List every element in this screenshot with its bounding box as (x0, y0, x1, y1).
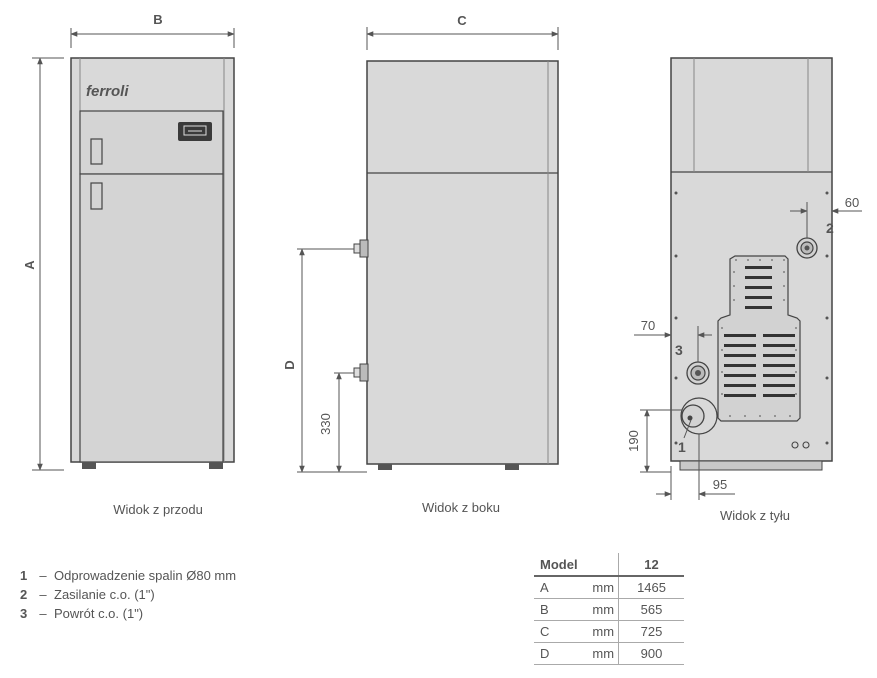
rear-view-caption: Widok z tyłu (720, 508, 790, 523)
dimension-330-label: 330 (318, 413, 333, 435)
side-view-caption: Widok z boku (422, 500, 500, 515)
dimension-70-label: 70 (641, 318, 655, 333)
front-view-caption: Widok z przodu (113, 502, 203, 517)
rear-screws (674, 191, 829, 445)
side-supply-connection (359, 239, 369, 258)
table-row: D mm 900 (534, 642, 684, 665)
spec-header-row: Model 12 (534, 553, 684, 577)
spec-header-model: Model (534, 553, 619, 577)
legend-item: 2–Zasilanie c.o. (1") (20, 587, 155, 602)
rear-view: 2 3 1 60 70 190 95 Widok z tyłu (626, 57, 862, 523)
dimension-95-label: 95 (713, 477, 727, 492)
spec-table: Model 12 A mm 1465 B mm 565 C mm 725 D m… (534, 553, 684, 665)
legend-item: 1–Odprowadzenie spalin Ø80 mm (20, 568, 237, 583)
dimension-c-label: C (457, 13, 467, 28)
dimension-d-label: D (282, 360, 297, 369)
upper-door-handle (90, 138, 103, 165)
table-row: B mm 565 (534, 598, 684, 621)
dimension-60-label: 60 (845, 195, 859, 210)
rear-louver-panel (717, 255, 801, 422)
lower-door-handle (90, 182, 103, 210)
marker-3: 3 (675, 342, 683, 358)
panel-dots (721, 259, 797, 417)
side-body (366, 60, 559, 465)
table-row: C mm 725 (534, 620, 684, 643)
side-view: C D 330 Widok z boku (282, 13, 559, 515)
spec-header-value: 12 (618, 553, 684, 577)
front-upper-door (79, 110, 224, 175)
dimension-190-label: 190 (626, 430, 641, 452)
marker-1: 1 (678, 439, 686, 455)
rear-vents (724, 266, 795, 397)
technical-drawing: ferroli B A Widok z przodu C D (22, 12, 862, 523)
front-view: ferroli B A Widok z przodu (22, 12, 235, 517)
brand-logo: ferroli (86, 83, 129, 100)
flue-outlet (681, 404, 705, 428)
dimension-b-label: B (153, 12, 162, 27)
side-return-connection (359, 363, 369, 382)
front-lower-door (79, 173, 224, 463)
legend: 1–Odprowadzenie spalin Ø80 mm 2–Zasilani… (20, 566, 236, 623)
dimension-a-label: A (22, 260, 37, 270)
marker-2: 2 (826, 220, 834, 236)
legend-item: 3–Powrót c.o. (1") (20, 606, 144, 621)
table-row: A mm 1465 (534, 576, 684, 599)
